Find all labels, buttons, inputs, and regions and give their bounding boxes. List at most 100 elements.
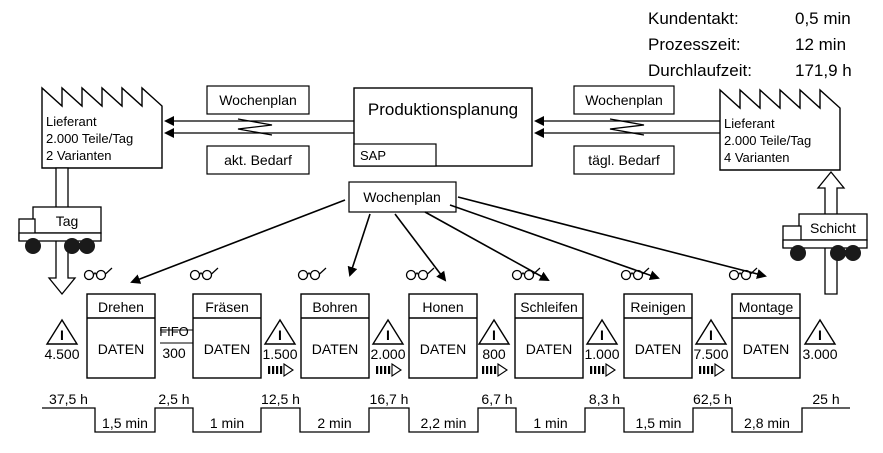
inventory-value: 1.500 xyxy=(262,346,297,362)
supplier-right: Lieferant 2.000 Teile/Tag 4 Varianten xyxy=(719,88,841,171)
wochenplan-left-box: Wochenplan xyxy=(206,85,310,115)
process-time: 1 min xyxy=(533,415,567,431)
wait-time: 6,7 h xyxy=(481,391,512,407)
inventory-7: I3.000 xyxy=(802,318,838,362)
process-name: Montage xyxy=(739,299,794,315)
supplier-left-variants: 2 Varianten xyxy=(46,148,112,163)
process-time: 2,8 min xyxy=(744,415,790,431)
process-name: Bohren xyxy=(312,299,357,315)
inventory-i-mark: I xyxy=(60,327,64,343)
kpi-label-kundentakt: Kundentakt: xyxy=(648,9,739,28)
process-data-label: DATEN xyxy=(204,341,250,357)
inventory-2: I 1.500 xyxy=(262,318,298,362)
wait-time: 12,5 h xyxy=(261,391,300,407)
inventory-i-mark: I xyxy=(709,327,713,343)
wait-time: 2,5 h xyxy=(158,391,189,407)
process-name: Honen xyxy=(422,299,463,315)
inventory-6: I 7.500 xyxy=(693,318,729,362)
kpi-value-durchlaufzeit: 171,9 h xyxy=(795,61,852,80)
process-data-label: DATEN xyxy=(98,341,144,357)
push-arrow-icon xyxy=(699,362,725,378)
kpi-value-kundentakt: 0,5 min xyxy=(795,9,851,28)
wochenplan-left-label: Wochenplan xyxy=(219,92,297,108)
wochenplan-center-label: Wochenplan xyxy=(363,189,441,205)
wochenplan-right-label: Wochenplan xyxy=(585,92,663,108)
glasses-icon xyxy=(189,267,219,281)
glasses-icon xyxy=(728,267,758,281)
inventory-5: I 1.000 xyxy=(584,318,620,362)
fifo-label: FIFO xyxy=(159,324,189,339)
process-data-label: DATEN xyxy=(743,341,789,357)
inventory-i-mark: I xyxy=(278,327,282,343)
wait-time: 62,5 h xyxy=(693,391,732,407)
glasses-icon xyxy=(405,267,435,281)
supplier-right-variants: 4 Varianten xyxy=(724,150,790,165)
process-time: 1,5 min xyxy=(102,415,148,431)
process-name: Fräsen xyxy=(205,299,249,315)
process-data-label: DATEN xyxy=(635,341,681,357)
glasses-icon xyxy=(620,267,650,281)
info-flow-right xyxy=(534,116,720,138)
truck-right: Schicht xyxy=(782,170,868,295)
inventory-value: 2.000 xyxy=(370,346,405,362)
kpi-value-prozesszeit: 12 min xyxy=(795,35,846,54)
kpi-label-prozesszeit: Prozesszeit: xyxy=(648,35,741,54)
push-arrow-icon xyxy=(268,362,294,378)
push-arrow-icon xyxy=(482,362,508,378)
bedarf-right-box: tägl. Bedarf xyxy=(573,145,675,175)
info-flow-left xyxy=(164,116,354,138)
schedule-arrows xyxy=(130,196,767,284)
production-planning-box: Produktionsplanung SAP xyxy=(353,87,533,167)
process-time: 1 min xyxy=(210,415,244,431)
supplier-left: Lieferant 2.000 Teile/Tag 2 Varianten xyxy=(41,86,163,169)
inventory-4: I 800 xyxy=(477,318,511,362)
truck-right-label: Schicht xyxy=(810,220,856,236)
fifo-lane: FIFO 300 xyxy=(159,324,194,361)
bedarf-left-box: akt. Bedarf xyxy=(206,145,310,175)
wait-time: 37,5 h xyxy=(49,391,88,407)
kpi-block: Kundentakt: 0,5 min Prozesszeit: 12 min … xyxy=(648,9,852,80)
supplier-right-name: Lieferant xyxy=(724,116,775,131)
truck-left-label: Tag xyxy=(56,213,79,229)
kpi-label-durchlaufzeit: Durchlaufzeit: xyxy=(648,61,752,80)
inventory-value: 7.500 xyxy=(693,346,728,362)
supplier-left-quantity: 2.000 Teile/Tag xyxy=(46,131,133,146)
wait-time: 16,7 h xyxy=(370,391,409,407)
process-name: Schleifen xyxy=(520,299,578,315)
process-name: Reinigen xyxy=(630,299,685,315)
process-name: Drehen xyxy=(98,299,144,315)
production-planning-title: Produktionsplanung xyxy=(368,100,518,119)
inventory-i-mark: I xyxy=(818,327,822,343)
glasses-icon xyxy=(511,267,541,281)
inventory-i-mark: I xyxy=(492,327,496,343)
bedarf-left-label: akt. Bedarf xyxy=(224,152,292,168)
supplier-left-name: Lieferant xyxy=(46,114,97,129)
process-time: 2 min xyxy=(317,415,351,431)
inventory-1: I4.500 xyxy=(44,318,80,362)
bedarf-right-label: tägl. Bedarf xyxy=(588,152,660,168)
inventory-value: 1.000 xyxy=(584,346,619,362)
process-data-label: DATEN xyxy=(420,341,466,357)
wochenplan-center-box: Wochenplan xyxy=(348,181,457,213)
push-arrow-icon xyxy=(376,362,402,378)
sap-label: SAP xyxy=(360,148,386,163)
timeline-layer: 37,5 h 2,5 h 12,5 h 16,7 h 6,7 h 8,3 h 62,5 h 2… xyxy=(42,391,850,433)
wochenplan-right-box: Wochenplan xyxy=(573,85,675,115)
wait-time: 8,3 h xyxy=(589,391,620,407)
fifo-value: 300 xyxy=(162,345,186,361)
inventory-i-mark: I xyxy=(600,327,604,343)
inventory-value: 800 xyxy=(482,346,506,362)
inventory-3: I2.000 xyxy=(370,318,406,362)
glasses-icon xyxy=(83,267,113,281)
process-layer: DrehenDATENFräsenDATENBohrenDATENHonenDA… xyxy=(83,267,801,379)
wait-time: 25 h xyxy=(812,391,839,407)
